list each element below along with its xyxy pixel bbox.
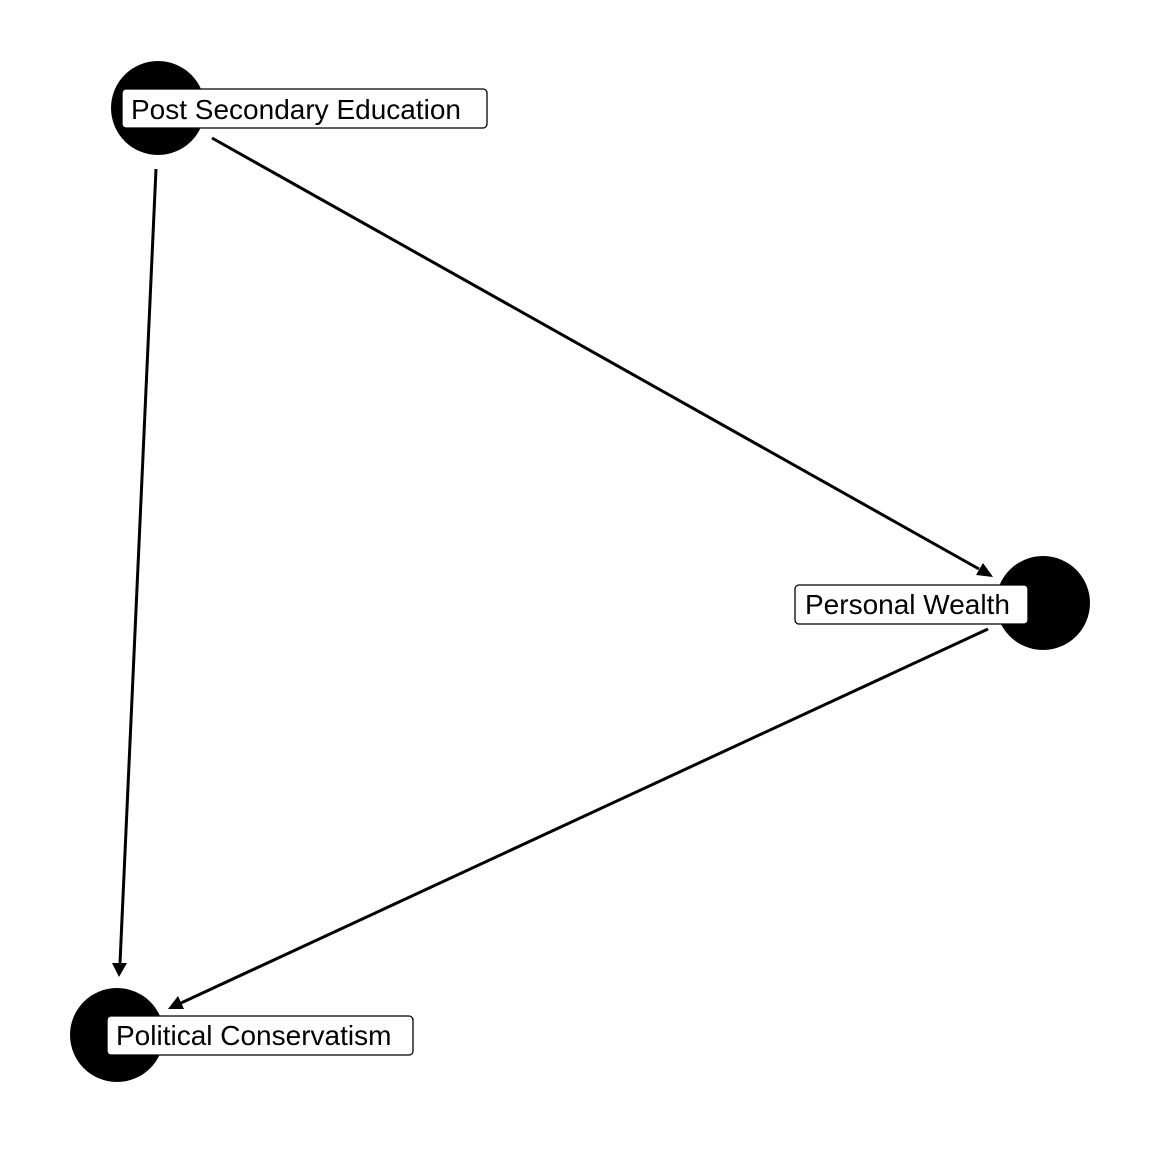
node-wealth-label: Personal Wealth bbox=[805, 589, 1010, 620]
edge-wealth-to-conservatism bbox=[180, 627, 989, 1005]
edge-education-to-conservatism bbox=[118, 168, 158, 964]
node-conservatism-label: Political Conservatism bbox=[116, 1020, 391, 1051]
node-wealth-circle bbox=[996, 556, 1090, 650]
node-conservatism: Political Conservatism bbox=[70, 988, 414, 1082]
node-education-label: Post Secondary Education bbox=[131, 94, 461, 125]
edges bbox=[112, 136, 993, 1009]
node-wealth-label-box bbox=[794, 584, 1029, 625]
node-education-label-box bbox=[121, 88, 488, 129]
node-wealth: Personal Wealth bbox=[794, 556, 1090, 650]
arrowhead-education-to-wealth bbox=[976, 563, 993, 577]
node-education: Post Secondary Education bbox=[111, 61, 488, 155]
arrowhead-education-to-conservatism bbox=[112, 963, 127, 977]
arrowhead-wealth-to-conservatism bbox=[168, 996, 184, 1009]
node-conservatism-label-box bbox=[106, 1015, 414, 1056]
edge-education-to-wealth bbox=[211, 136, 980, 571]
